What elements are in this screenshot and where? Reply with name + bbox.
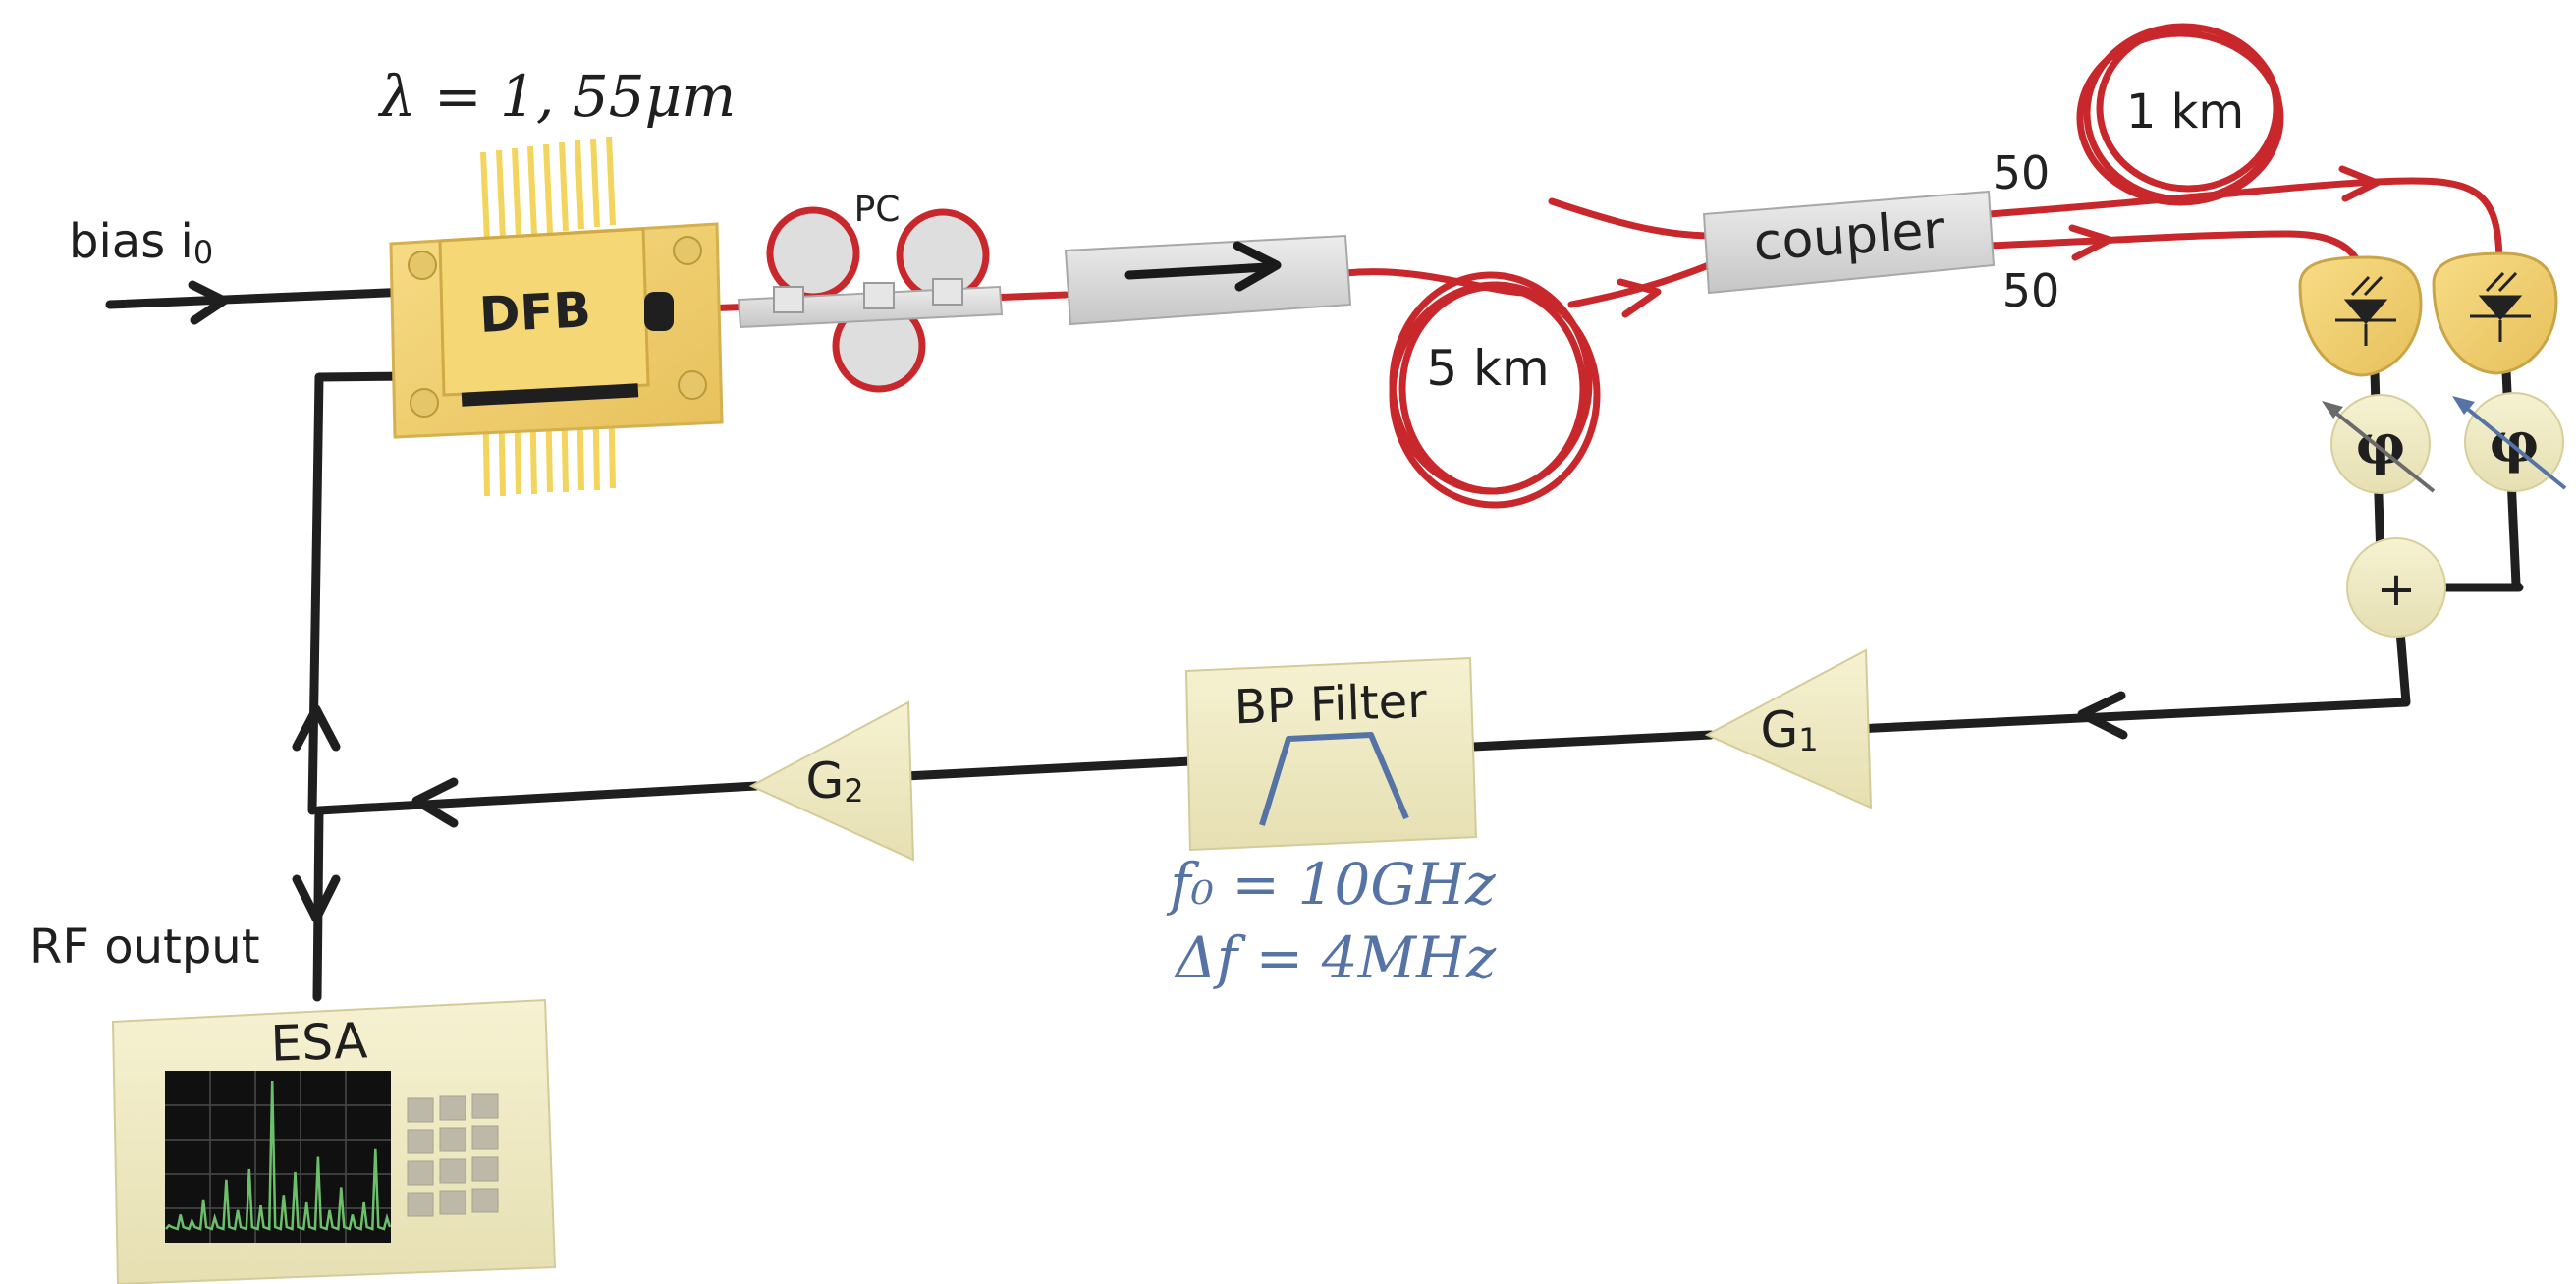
fiber-arrow-icon-3	[2068, 224, 2113, 261]
summing-junction: +	[2346, 537, 2446, 638]
electrical-spectrum-analyzer: ESA	[111, 998, 557, 1284]
photodiode-2	[2432, 251, 2558, 375]
sum-label: +	[2377, 562, 2416, 617]
pc-label: PC	[854, 190, 901, 230]
optical-fibers	[674, 23, 2503, 509]
spectrum-trace-icon	[165, 1080, 392, 1231]
amplifier-g1: G1	[1704, 648, 1873, 809]
bias-input-line	[105, 286, 437, 309]
dfb-top-pins	[480, 136, 616, 242]
tuning-arrow-1	[2328, 406, 2436, 493]
feedback-line-to-dfb	[307, 371, 417, 815]
dfb-screw-2	[673, 236, 702, 265]
phase-shifter-1: φ	[2322, 394, 2436, 494]
g1-body	[1704, 648, 1873, 809]
up-arrow-icon	[292, 704, 341, 752]
bias-arrow-icon	[188, 280, 229, 325]
screen-background	[165, 1071, 391, 1243]
fiber-5km-label: 5 km	[1426, 340, 1549, 397]
bp-filter-body	[1184, 656, 1478, 852]
pc-clamp-2	[863, 282, 895, 309]
fiber-1km-label: 1 km	[2126, 84, 2244, 140]
electrical-arrowheads	[188, 280, 2128, 923]
dfb-screw-1	[408, 251, 437, 280]
bandpass-filter: BP Filter	[1184, 656, 1478, 852]
split-ratio-bottom: 50	[2002, 264, 2060, 317]
fiber-arrow-icon-1	[1617, 278, 1662, 318]
g2-label: G2	[805, 753, 863, 809]
keypad-icon	[407, 1093, 499, 1217]
pd2-to-sum	[2429, 580, 2524, 592]
g1-label: G1	[1760, 701, 1818, 758]
pc-paddle-1	[766, 206, 860, 301]
split-ratio-top: 50	[1993, 146, 2051, 199]
sum-line-left-arrow-icon	[2077, 691, 2128, 740]
fiber-coupler-left-input	[1548, 197, 1718, 240]
dfb-output-port	[644, 292, 674, 331]
esa-label: ESA	[270, 1012, 368, 1072]
g2-to-junction-line	[314, 781, 761, 815]
dfb-body	[438, 227, 650, 397]
fiber-spool-5km-coil-c	[1389, 281, 1601, 509]
arrow-right-icon	[1233, 241, 1282, 292]
bp-filter-label: BP Filter	[1233, 674, 1428, 736]
rf-output-label: RF output	[29, 920, 260, 975]
coupler-body	[1702, 190, 1996, 295]
isolator-body	[1064, 234, 1352, 326]
photodiode-1	[2298, 255, 2423, 377]
fiber-arrowheads	[1617, 165, 2381, 318]
polarization-controller: PC	[737, 190, 1004, 393]
phase-label-1: φ	[2356, 413, 2406, 477]
tuning-arrow-2	[2458, 401, 2567, 490]
pc-clamp-3	[932, 278, 963, 306]
bias-label: bias i0	[69, 214, 213, 271]
filter-specs: f₀ = 10GHz Δf = 4MHz	[1166, 851, 1496, 991]
bandwidth: Δf = 4MHz	[1174, 924, 1497, 991]
dfb-bottom-pin-strip	[461, 383, 639, 407]
sum-to-g1-line	[1851, 614, 2411, 734]
fiber-arrow-icon-2	[2338, 165, 2381, 202]
fiber-spool-1km-coil-c	[2076, 29, 2284, 206]
dfb-screw-3	[410, 388, 439, 418]
optical-isolator	[1064, 234, 1352, 326]
center-frequency: f₀ = 10GHz	[1166, 851, 1496, 918]
wavelength-label: λ = 1, 55μm	[378, 63, 737, 130]
feedback-left-arrow-icon	[411, 777, 459, 828]
bandpass-shape-icon	[1259, 732, 1409, 826]
dfb-screw-4	[678, 370, 707, 400]
screen-grid	[165, 1071, 391, 1243]
coupler-label: coupler	[1752, 200, 1947, 272]
esa-screen	[165, 1071, 392, 1243]
phase-shifter-2: φ	[2452, 392, 2567, 492]
pc-clamp-1	[773, 286, 804, 313]
phase-label-2: φ	[2490, 411, 2540, 475]
summing-junction-icon	[2346, 537, 2446, 638]
filter-to-g2-line	[901, 756, 1195, 781]
down-arrow-icon	[292, 874, 341, 923]
junction-to-esa-line	[312, 806, 324, 1002]
dfb-laser: DFB	[389, 136, 724, 497]
dfb-label: DFB	[478, 281, 593, 344]
amplifier-g2: G2	[748, 700, 915, 862]
fiber-coupler: coupler 50 50	[1702, 146, 2060, 317]
g2-body	[748, 700, 915, 862]
g1-to-filter-line	[1468, 730, 1716, 752]
fiber-bottom-output	[1985, 230, 2366, 277]
isolator-arrow-shaft	[1124, 262, 1272, 280]
fiber-top-output	[1985, 177, 2503, 269]
